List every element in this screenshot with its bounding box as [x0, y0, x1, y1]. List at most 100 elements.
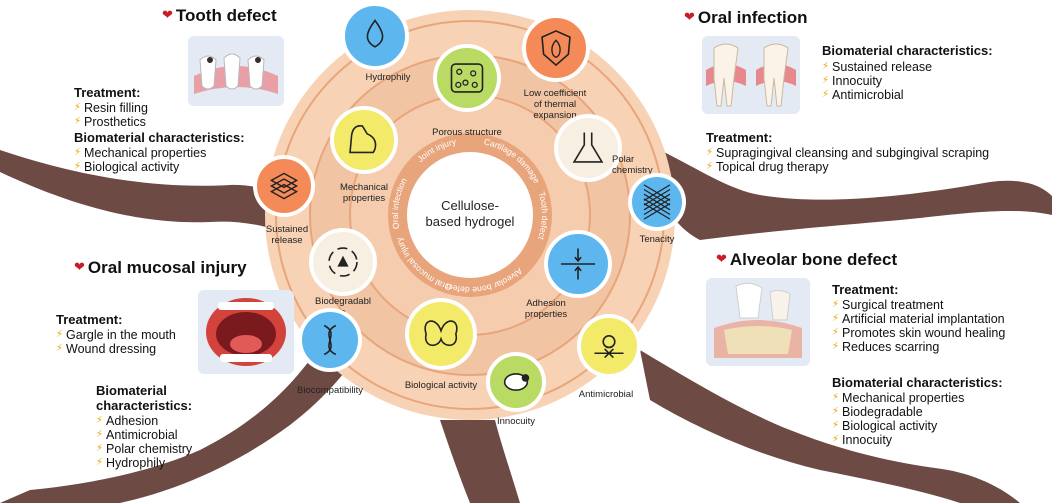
- mucosal-treatment-heading: Treatment:: [56, 312, 123, 327]
- property-label-porous: Porous structure: [432, 127, 502, 138]
- list-item: ⚡Topical drug therapy: [706, 160, 829, 174]
- oral-infection-title: ❤ Oral infection: [684, 8, 807, 27]
- infection-pin-icon: ❤: [684, 9, 695, 25]
- property-label-biocompat: Biocompatibility: [297, 385, 363, 396]
- node-circle: [343, 4, 407, 68]
- sheep-head: [521, 374, 530, 382]
- bolt-icon: ⚡: [822, 61, 830, 72]
- oral-infection-photo: [702, 36, 800, 114]
- property-label-bioactivity: Biological activity: [405, 380, 478, 391]
- bolt-icon: ⚡: [832, 327, 840, 338]
- bolt-icon: ⚡: [832, 299, 840, 310]
- layers-icon: [269, 172, 299, 200]
- bolt-icon: ⚡: [832, 392, 840, 403]
- property-node-biocompat: Biocompatibility: [297, 308, 363, 396]
- property-node-bioactivity: Biological activity: [405, 298, 478, 391]
- alveolar-title-text: Alveolar bone defect: [729, 250, 898, 269]
- property-label-hydrophily: Hydrophily: [366, 72, 411, 83]
- cross-shape: [604, 348, 614, 359]
- water-drop-hand-icon: [366, 19, 384, 48]
- sheep-icon: [503, 373, 530, 391]
- branch-left-upper: [0, 150, 300, 240]
- oral-mucosal-photo: [198, 290, 294, 374]
- dna-icon: [323, 324, 337, 356]
- node-circle: [332, 108, 396, 172]
- list-item: ⚡Mechanical properties: [74, 146, 207, 160]
- bolt-icon: ⚡: [96, 457, 104, 468]
- list-item: ⚡Reduces scarring: [832, 340, 940, 354]
- leaf-shape: [337, 255, 349, 267]
- bolt-icon: ⚡: [56, 329, 64, 340]
- bolt-icon: ⚡: [74, 147, 82, 158]
- bolt-icon: ⚡: [96, 429, 104, 440]
- bolt-icon: ⚡: [56, 343, 64, 354]
- alveolar-title: ❤ Alveolar bone defect: [716, 250, 897, 269]
- list-item: ⚡Innocuity: [832, 433, 893, 447]
- ring-label: Tooth defect: [536, 191, 550, 242]
- flame-shape: [551, 39, 561, 59]
- flexed-arm-icon: [349, 125, 377, 154]
- node-circle: [556, 116, 620, 180]
- center-title-line1: Cellulose-: [441, 198, 499, 213]
- node-circle: [524, 16, 588, 80]
- butterfly-shape: [424, 320, 458, 347]
- node-circle: [407, 300, 475, 368]
- tooth-defect-title-text: Tooth defect: [175, 6, 277, 25]
- list-item: ⚡Prosthetics: [74, 115, 146, 129]
- mucosal-char-heading: Biomaterial characteristics:: [96, 383, 193, 413]
- butterfly-icon: [424, 320, 458, 347]
- bolt-icon: ⚡: [706, 147, 714, 158]
- arrows-shape: [574, 248, 582, 280]
- bolt-icon: ⚡: [822, 75, 830, 86]
- node-circle: [255, 157, 313, 215]
- bolt-icon: ⚡: [706, 161, 714, 172]
- bolt-icon: ⚡: [832, 406, 840, 417]
- porous-block-icon: [450, 63, 484, 93]
- mesh-line: [643, 189, 671, 206]
- pore-shape: [471, 81, 478, 88]
- shield-shape: [541, 30, 571, 67]
- list-item: ⚡Promotes skin wound healing: [832, 326, 1006, 340]
- mucosal-pin-icon: ❤: [74, 259, 85, 275]
- branch-bottom: [440, 420, 520, 503]
- list-item: ⚡Biodegradable: [832, 405, 923, 419]
- list-item: ⚡Gargle in the mouth: [56, 328, 176, 342]
- bolt-icon: ⚡: [832, 434, 840, 445]
- list-item: ⚡Biological activity: [832, 419, 938, 433]
- pore-shape: [455, 81, 462, 88]
- list-item: ⚡Hydrophily: [96, 456, 166, 470]
- pore-shape: [456, 68, 463, 75]
- property-node-tenacity: Tenacity: [628, 173, 686, 245]
- arm-shape: [349, 125, 377, 154]
- mesh-line: [643, 203, 671, 220]
- tooth-treatment-list: ⚡Resin filling ⚡Prosthetics: [74, 101, 148, 129]
- list-item: ⚡Resin filling: [74, 101, 148, 115]
- mesh-line: [643, 193, 671, 211]
- infection-char-heading: Biomaterial characteristics:: [822, 43, 993, 58]
- helix-strand: [323, 324, 337, 356]
- oral-mucosal-title-text: Oral mucosal injury: [87, 258, 247, 277]
- infection-char-list: ⚡Sustained release ⚡Innocuity ⚡Antimicro…: [822, 60, 932, 102]
- property-label-tenacity: Tenacity: [640, 234, 675, 245]
- list-item: ⚡Biological activity: [74, 160, 180, 174]
- list-item: ⚡Innocuity: [822, 74, 883, 88]
- list-item: ⚡Antimicrobial: [822, 88, 904, 102]
- cycle-shape: [328, 247, 358, 277]
- bolt-icon: ⚡: [74, 161, 82, 172]
- tooth-treatment-heading: Treatment:: [74, 85, 141, 100]
- block-shape: [450, 63, 484, 93]
- ring-band-inner: [407, 152, 533, 278]
- tooth-pin-icon: ❤: [162, 7, 173, 23]
- mesh-line: [643, 184, 671, 201]
- mesh-line: [643, 198, 671, 215]
- tooth-defect-photo: [188, 36, 284, 106]
- list-item: ⚡Mechanical properties: [832, 391, 965, 405]
- property-node-antimicrobial: Antimicrobial: [577, 314, 641, 400]
- list-item: ⚡Antimicrobial: [96, 428, 178, 442]
